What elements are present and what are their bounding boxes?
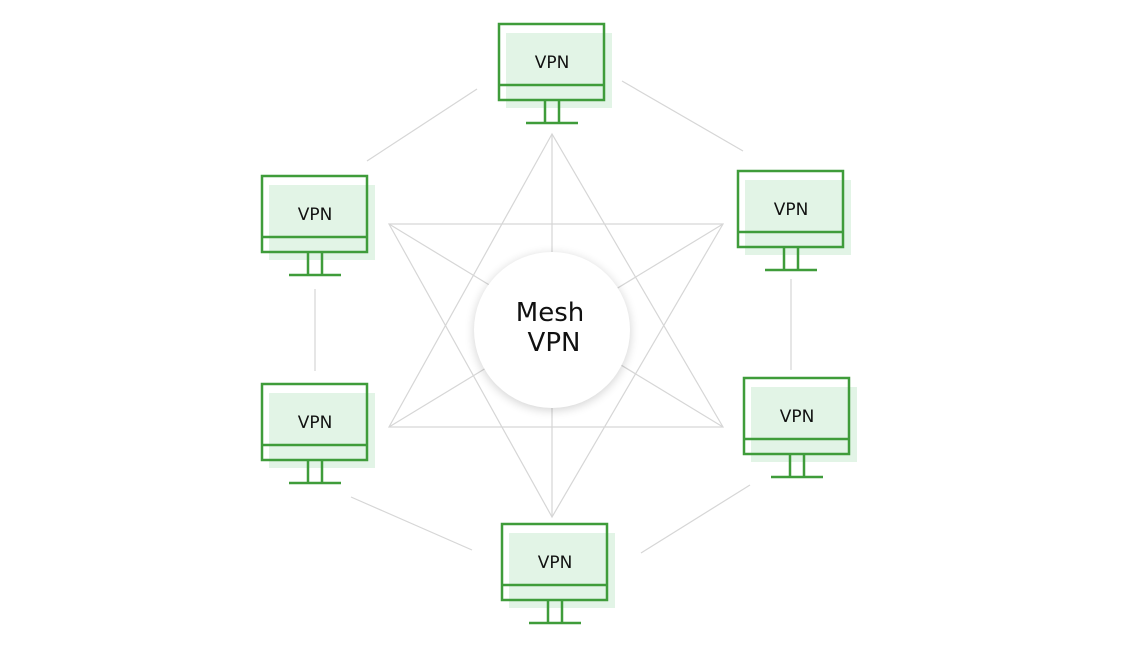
vpn-node-monitor: VPN: [497, 22, 612, 125]
monitor-icon: [742, 376, 851, 456]
screen-shadow: [745, 180, 851, 255]
hex-edge: [366, 88, 478, 162]
screen-shadow: [269, 185, 375, 260]
triangle-up: [387, 132, 725, 428]
monitor-icon: [500, 522, 609, 602]
screen-shadow: [509, 533, 615, 608]
monitor-icon: [260, 382, 369, 462]
node-label: VPN: [535, 53, 570, 73]
screen-shadow: [751, 387, 857, 462]
node-label: VPN: [780, 407, 815, 427]
center-label-line2: VPN: [528, 328, 581, 358]
screen-shadow: [506, 33, 612, 108]
monitor-icon: [736, 169, 845, 249]
vpn-node-monitor: VPN: [742, 376, 857, 479]
monitor-icon: [497, 22, 606, 102]
vpn-node-monitor: VPN: [500, 522, 615, 625]
node-label: VPN: [538, 553, 573, 573]
hex-edge: [640, 484, 751, 554]
triangle-down: [387, 223, 725, 519]
monitor-icon: [260, 174, 369, 254]
vpn-node-monitor: VPN: [736, 169, 851, 272]
screen-shadow: [269, 393, 375, 468]
hex-edge: [621, 80, 744, 152]
center-label-line1: Mesh: [516, 298, 584, 328]
node-label: VPN: [298, 413, 333, 433]
node-label: VPN: [298, 205, 333, 225]
center-hub: Mesh VPN: [474, 252, 630, 410]
vpn-node-monitor: VPN: [260, 174, 375, 277]
hex-edge: [350, 496, 473, 551]
node-label: VPN: [774, 200, 809, 220]
vpn-node-monitor: VPN: [260, 382, 375, 485]
